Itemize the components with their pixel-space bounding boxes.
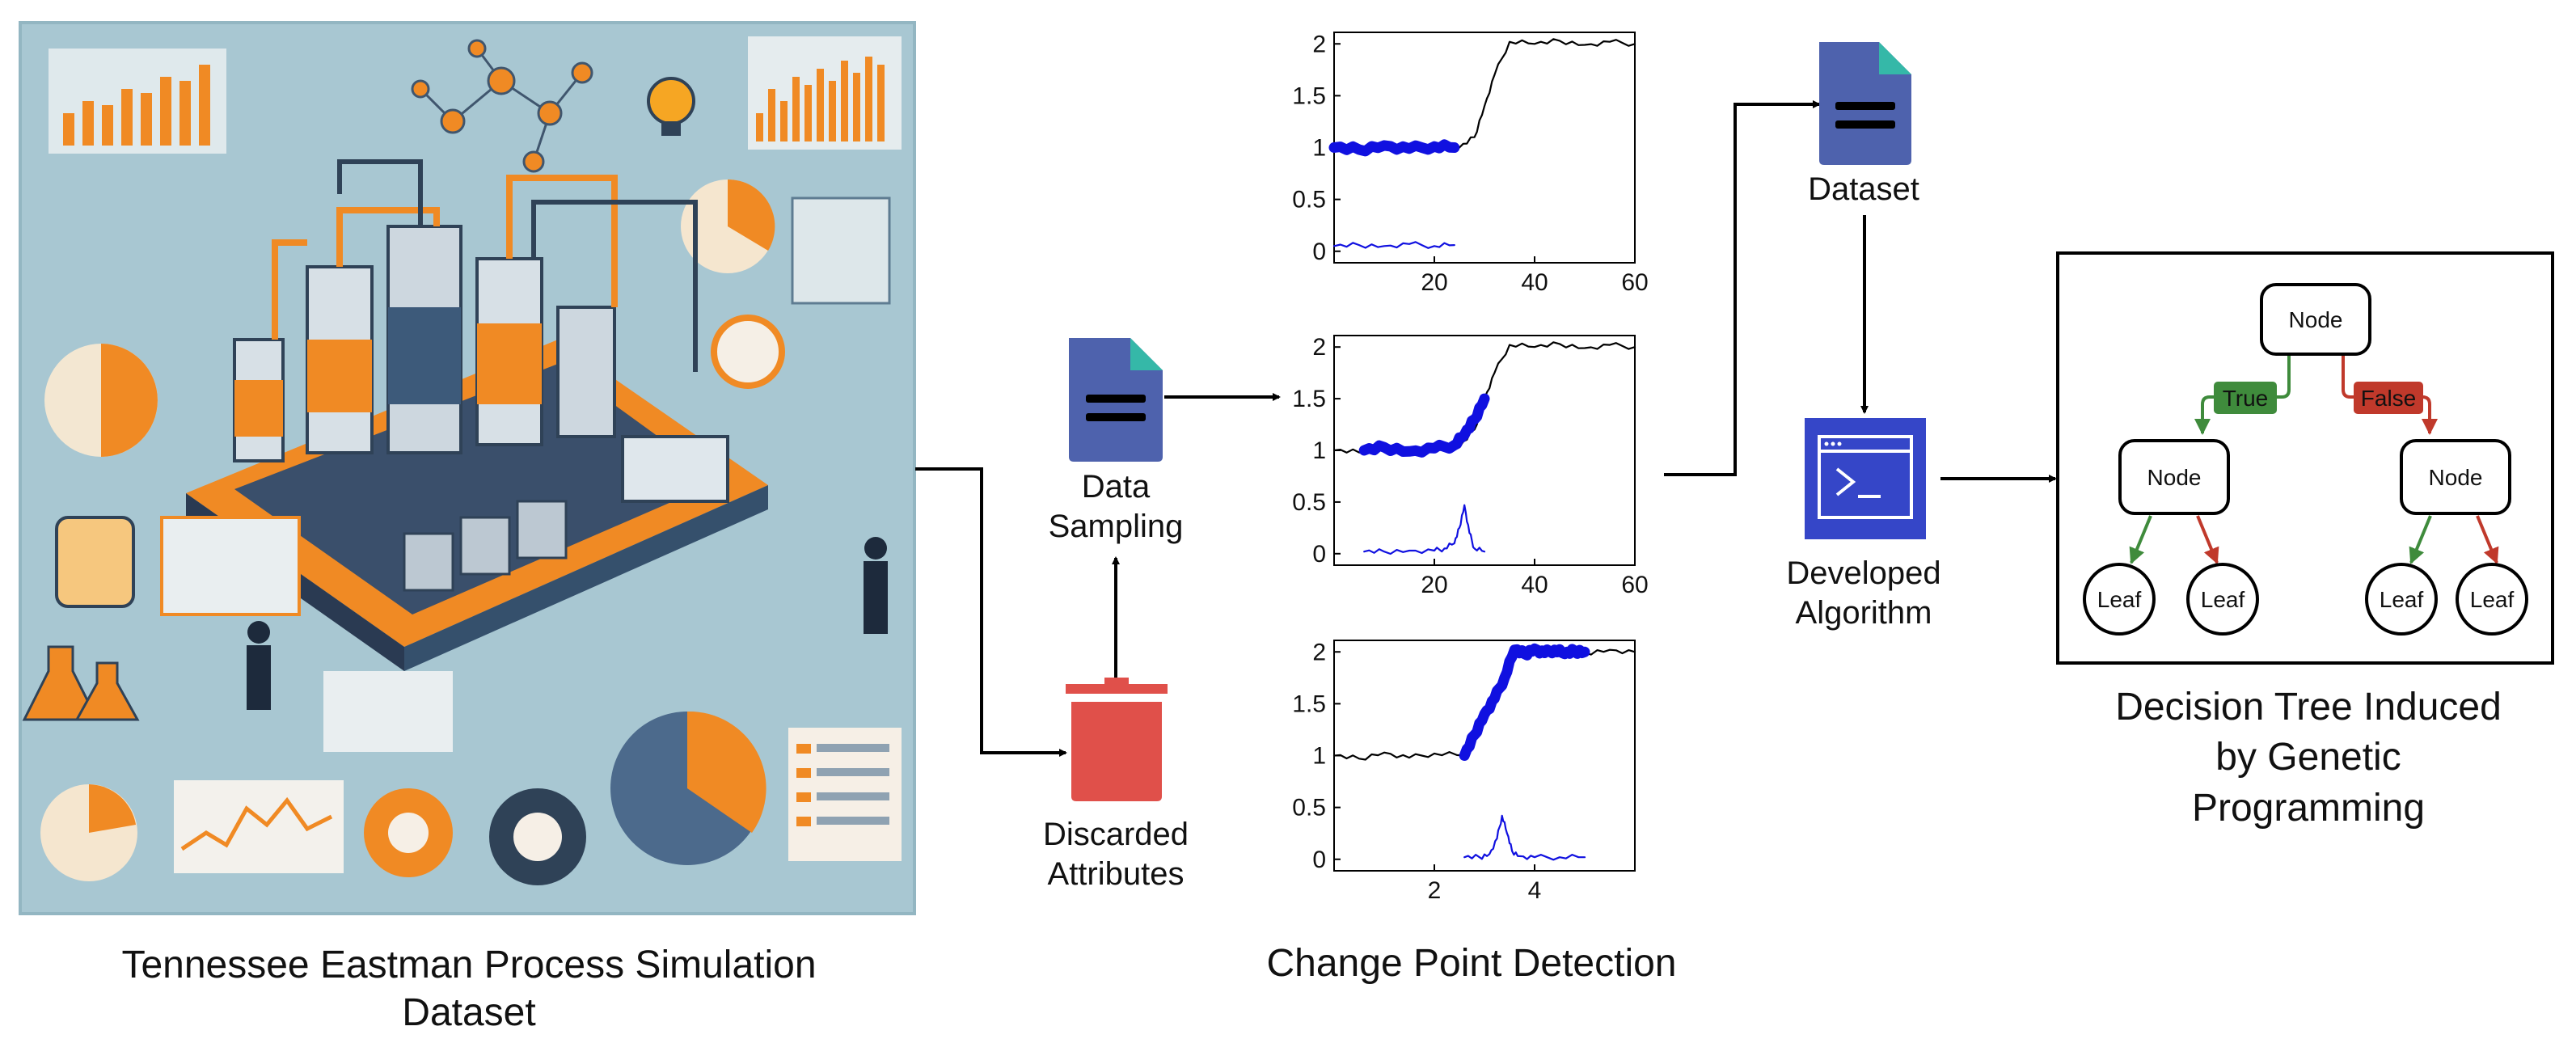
right-node: Node <box>2400 439 2511 515</box>
algorithm-label-line1: Developed <box>1786 555 1941 591</box>
dataset-label: Dataset <box>1746 170 1981 209</box>
industrial-process-infographic-icon <box>19 21 916 915</box>
chart-3-frame <box>1333 640 1636 872</box>
data-sampling-label-line2: Sampling <box>1048 508 1184 544</box>
leaf-4: Leaf <box>2456 563 2528 636</box>
chart-1: 0 0.5 1 1.5 2 20 40 60 <box>1292 31 1648 296</box>
true-edge-label: True <box>2223 386 2269 411</box>
series-window-line <box>1358 393 1490 458</box>
y-tick-label: 2 <box>1312 31 1326 57</box>
series-score-line <box>1332 241 1455 249</box>
connector-lines <box>915 100 2057 757</box>
y-tick-label: 1.5 <box>1292 82 1326 109</box>
x-tick-label: 4 <box>1528 877 1542 904</box>
change-point-charts: 0 0.5 1 1.5 2 20 40 60 0 0.5 1 1.5 2 20 40 60 0 0.5 1 1.5 2 2… <box>1292 31 1648 904</box>
discarded-label-line2: Attributes <box>1047 855 1185 892</box>
x-tick-label: 40 <box>1521 572 1548 598</box>
data-sampling-label-line1: Data <box>1081 469 1151 505</box>
leaf-4-label: Leaf <box>2470 587 2515 612</box>
series-score-line <box>1363 504 1486 555</box>
y-tick-label: 0.5 <box>1292 489 1326 516</box>
change-point-detection-label: Change Point Detection <box>1172 940 1771 988</box>
x-tick-label: 2 <box>1428 877 1442 904</box>
left-node-label: Node <box>2147 465 2202 490</box>
x-tick-label: 20 <box>1421 269 1447 296</box>
y-tick-label: 1.5 <box>1292 690 1326 717</box>
discarded-trash-icon <box>1066 678 1168 801</box>
y-tick-label: 0.5 <box>1292 187 1326 213</box>
x-tick-label: 60 <box>1621 572 1648 598</box>
y-tick-label: 0 <box>1312 239 1326 265</box>
y-tick-label: 1.5 <box>1292 386 1326 412</box>
change-point-label-text: Change Point Detection <box>1266 942 1677 985</box>
x-tick-label: 60 <box>1621 269 1648 296</box>
false-edge-badge: False <box>2354 382 2423 414</box>
series-score-line <box>1463 814 1586 861</box>
decision-tree-panel: True False Node Node Node Lea <box>2056 251 2554 665</box>
y-tick-label: 2 <box>1312 334 1326 361</box>
y-tick-label: 0.5 <box>1292 795 1326 821</box>
discarded-attributes-label: Discarded Attributes <box>986 815 1245 894</box>
y-tick-label: 0 <box>1312 541 1326 568</box>
false-edge-label: False <box>2361 386 2416 411</box>
left-node: Node <box>2118 439 2230 515</box>
y-tick-label: 1 <box>1312 135 1326 162</box>
dataset-document-icon <box>1819 42 1911 165</box>
decision-tree-label-line2: by Genetic <box>2215 736 2401 779</box>
data-sampling-label: Data Sampling <box>1003 467 1229 547</box>
true-edge-badge: True <box>2214 382 2277 414</box>
chart-3: 0 0.5 1 1.5 2 2 4 <box>1292 639 1636 904</box>
root-node-label: Node <box>2289 307 2343 332</box>
x-tick-label: 40 <box>1521 269 1548 296</box>
decision-tree-label: Decision Tree Induced by Genetic Program… <box>2054 682 2563 834</box>
tep-dataset-label-line2: Dataset <box>402 990 536 1034</box>
leaf-3: Leaf <box>2365 563 2438 636</box>
right-node-label: Node <box>2429 465 2483 490</box>
y-tick-label: 1 <box>1312 743 1326 770</box>
arrow-tep-to-discarded <box>915 467 1067 757</box>
arrow-charts-to-dataset <box>1664 100 1821 476</box>
y-tick-label: 2 <box>1312 639 1326 665</box>
leaf-1-label: Leaf <box>2097 587 2142 612</box>
decision-tree-label-line3: Programming <box>2191 786 2426 830</box>
discarded-label-line1: Discarded <box>1042 817 1189 852</box>
leaf-3-label: Leaf <box>2380 587 2424 612</box>
x-tick-label: 20 <box>1421 572 1447 598</box>
developed-algorithm-label: Developed Algorithm <box>1730 554 1997 633</box>
data-sampling-document-icon <box>1069 338 1163 462</box>
series-window-line <box>1459 643 1590 761</box>
leaf-2-label: Leaf <box>2201 587 2245 612</box>
series-window-line <box>1328 139 1460 157</box>
root-node: Node <box>2260 283 2371 356</box>
dataset-label-text: Dataset <box>1808 171 1919 207</box>
tep-dataset-label-line1: Tennessee Eastman Process Simulation <box>121 944 817 986</box>
leaf-2: Leaf <box>2186 563 2259 636</box>
y-tick-label: 1 <box>1312 437 1326 464</box>
tep-dataset-label: Tennessee Eastman Process Simulation Dat… <box>24 942 914 1037</box>
chart-2: 0 0.5 1 1.5 2 20 40 60 <box>1292 334 1648 598</box>
algorithm-label-line2: Algorithm <box>1795 594 1932 631</box>
decision-tree-label-line1: Decision Tree Induced <box>2115 686 2502 728</box>
y-tick-label: 0 <box>1312 847 1326 873</box>
leaf-1: Leaf <box>2083 563 2156 636</box>
algorithm-terminal-window-icon <box>1805 418 1926 539</box>
